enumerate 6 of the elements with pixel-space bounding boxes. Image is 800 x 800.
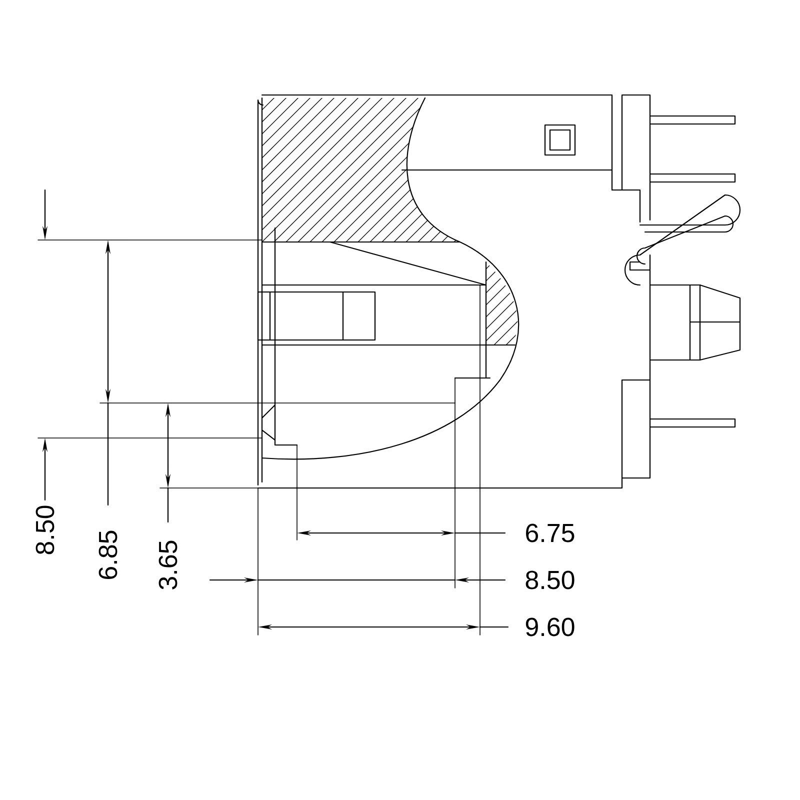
dimension-label: 9.60 xyxy=(526,618,574,636)
dimension-label: 6.85 xyxy=(98,530,118,579)
dimension-label: 8.50 xyxy=(526,570,574,590)
dimension-label: 6.75 xyxy=(526,524,574,542)
dimension-label: 8.50 xyxy=(36,506,54,554)
dimension-label: 3.65 xyxy=(158,540,178,590)
